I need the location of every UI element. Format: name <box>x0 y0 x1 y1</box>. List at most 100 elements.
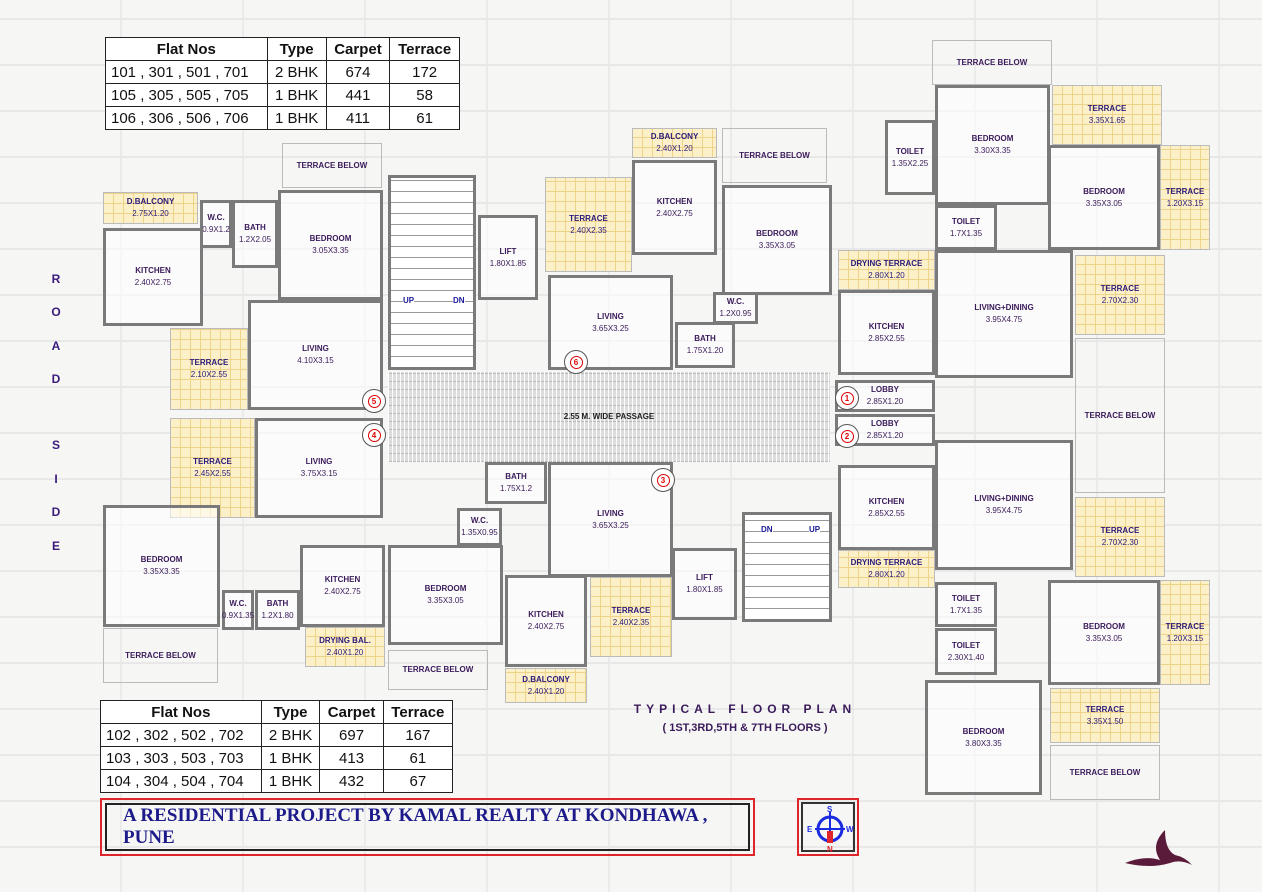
room-name: W.C. <box>229 599 247 608</box>
cell: 106 , 306 , 506 , 706 <box>105 106 268 130</box>
room-name: TERRACE <box>1100 284 1140 293</box>
cell: 1 BHK <box>260 769 321 793</box>
room-size: 1.7X1.35 <box>949 605 983 615</box>
room-terrace-below: TERRACE BELOW <box>1050 745 1160 800</box>
room-name: TERRACE <box>189 358 229 367</box>
room-w-c: W.C.0.9X1.35 <box>222 590 254 630</box>
road-letter: R <box>51 272 61 286</box>
room-name: TERRACE <box>1165 186 1205 196</box>
room-size: 1.75X1.20 <box>686 346 724 355</box>
room-name: DRYING TERRACE <box>850 259 923 268</box>
room-name: LIVING <box>597 311 624 321</box>
cell: 67 <box>382 769 454 793</box>
room-size: 2.85X2.55 <box>868 508 905 518</box>
col-header: Type <box>266 37 327 61</box>
cell: 411 <box>325 106 391 130</box>
room-name: KITCHEN <box>135 266 171 275</box>
room-name: TERRACE BELOW <box>1069 767 1141 777</box>
col-header: Terrace <box>382 700 454 724</box>
room-name: LOBBY <box>871 385 899 394</box>
room-name: TOILET <box>951 216 981 226</box>
room-size: 2.70X2.30 <box>1101 296 1139 305</box>
cell: 101 , 301 , 501 , 701 <box>105 60 268 84</box>
room-size: 2.40X2.35 <box>570 225 607 235</box>
room-name: LIVING+DINING <box>974 303 1034 312</box>
room-name: KITCHEN <box>868 496 905 506</box>
stair-down-label: DN <box>453 296 465 305</box>
room-size: 2.40X2.75 <box>527 622 565 631</box>
room-name: BEDROOM <box>1083 621 1125 631</box>
room-name: LIVING <box>305 457 333 466</box>
room-name: BEDROOM <box>424 584 467 593</box>
stair-up-label: UP <box>809 525 821 534</box>
cell: 58 <box>389 83 460 107</box>
door-number: 5 <box>362 389 386 413</box>
floor-plan-title: TYPICAL FLOOR PLAN ( 1ST,3RD,5TH & 7TH F… <box>625 702 865 734</box>
room-drying-bal: DRYING BAL.2.40X1.20 <box>305 627 385 667</box>
col-header: Carpet <box>319 700 384 724</box>
room-size: 1.80X1.85 <box>489 258 527 268</box>
road-letter: A <box>51 339 61 353</box>
room-name: W.C. <box>470 516 489 525</box>
room-terrace-below: TERRACE BELOW <box>932 40 1052 85</box>
cell: 1 BHK <box>266 83 327 107</box>
svg-text:E: E <box>807 825 813 834</box>
room-size: 2.80X1.20 <box>868 271 905 280</box>
room-name: DRYING BAL. <box>319 636 371 645</box>
cell: 167 <box>382 723 454 747</box>
room-size: 3.30X3.35 <box>974 146 1011 155</box>
room-name: D.BALCONY <box>650 132 699 141</box>
room-size: 2.85X1.20 <box>866 397 904 406</box>
room-name: LIVING <box>302 344 329 353</box>
room-name: TERRACE BELOW <box>739 150 810 160</box>
room-name: W.C. <box>207 213 225 222</box>
room-name: KITCHEN <box>528 610 564 619</box>
cell: 61 <box>382 746 454 770</box>
room-name: W.C. <box>726 297 745 306</box>
title: TYPICAL FLOOR PLAN <box>633 702 857 716</box>
room-living: LIVING 4.10X3.15 <box>248 300 383 410</box>
room-size: 3.65X3.25 <box>592 323 629 333</box>
room-size: 2.80X1.20 <box>868 570 905 579</box>
room-name: DRYING TERRACE <box>850 558 923 567</box>
room-size: 2.45X2.55 <box>194 469 231 478</box>
room-size: 2.40X2.35 <box>612 618 650 627</box>
room-size: 1.35X0.95 <box>461 528 498 537</box>
col-header: Flat Nos <box>105 37 268 61</box>
room-name: TOILET <box>895 146 925 156</box>
room-w-c: W.C.0.9X1.2 <box>200 200 232 248</box>
room-drying-terrace: DRYING TERRACE 2.80X1.20 <box>838 250 935 290</box>
door-number: 2 <box>835 424 859 448</box>
cell: 105 , 305 , 505 , 705 <box>105 83 268 107</box>
room-size: 1.80X1.85 <box>686 585 723 594</box>
room-name: BEDROOM <box>971 134 1014 143</box>
room-name: D.BALCONY <box>126 197 175 206</box>
room-name: 2.55 M. WIDE PASSAGE <box>563 412 655 421</box>
stair-down-label: DN <box>761 525 773 534</box>
road-letter: E <box>51 539 60 553</box>
room-name: BATH <box>505 472 527 481</box>
room-size: 2.40X2.75 <box>324 587 361 596</box>
road-letter: S <box>51 438 60 452</box>
room-size: 4.10X3.15 <box>297 356 334 365</box>
room-size: 2.30X1.40 <box>947 652 985 662</box>
room-terrace-below: TERRACE BELOW <box>103 628 218 683</box>
cell: 1 BHK <box>260 746 321 770</box>
